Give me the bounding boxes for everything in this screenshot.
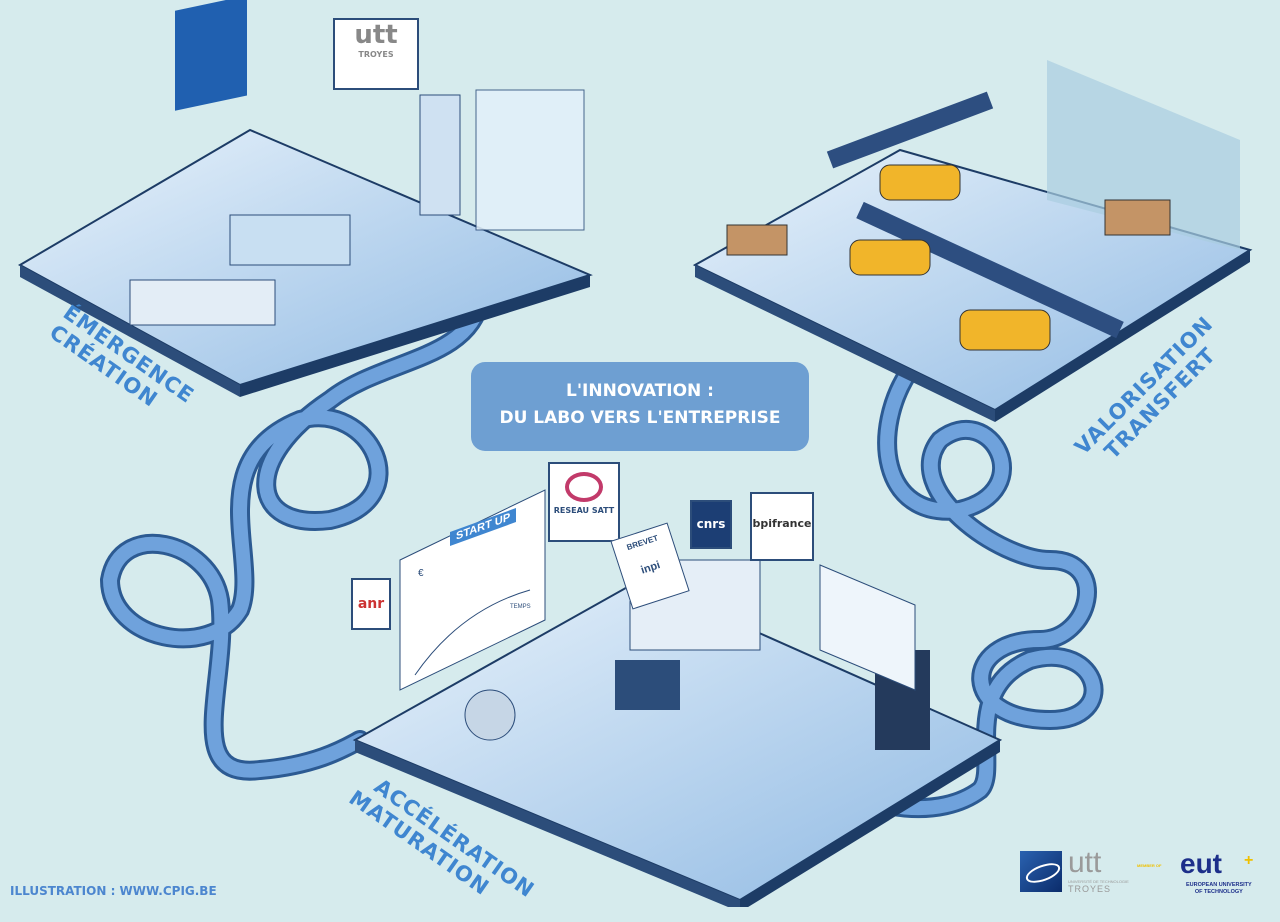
platform-lab — [17, 0, 593, 397]
satt-text: RESEAU SATT — [553, 506, 615, 515]
utt-logo-sub: UNIVERSITÉ DE TECHNOLOGIE — [1068, 879, 1129, 884]
title-line-1: L'INNOVATION : — [566, 381, 714, 401]
utt-logo-city: TROYES — [1068, 884, 1112, 894]
platform-startup — [352, 489, 1003, 907]
title-line-2: DU LABO VERS L'ENTREPRISE — [499, 408, 781, 428]
temps-axis-label: TEMPS — [510, 604, 531, 610]
satt-sign: RESEAU SATT — [548, 462, 620, 542]
eut-sub-line: EUROPEAN UNIVERSITY — [1186, 882, 1252, 888]
satt-logo-icon — [565, 472, 603, 502]
eut-sub-line: OF TECHNOLOGY — [1194, 889, 1243, 895]
cnrs-sign: cnrs — [690, 500, 732, 549]
bpifrance-sign: bpifrance — [750, 492, 814, 561]
utt-logo-icon — [1020, 851, 1062, 892]
inpi-text: inpi — [639, 559, 662, 577]
utt-poster-text: utt — [354, 20, 398, 50]
euro-axis-label: € — [418, 568, 424, 579]
utt-logo: utt UNIVERSITÉ DE TECHNOLOGIE TROYES — [1020, 846, 1145, 895]
eut-logo-text: eut — [1180, 848, 1222, 879]
eut-plus-icon: + — [1244, 852, 1254, 869]
platform-factory — [692, 60, 1253, 422]
eut-logo-sub: EUROPEAN UNIVERSITY OF TECHNOLOGY — [1186, 882, 1252, 896]
member-of-label: MEMBER OF — [1137, 863, 1162, 868]
title-box: L'INNOVATION : DU LABO VERS L'ENTREPRISE — [471, 362, 809, 451]
illustration-credit: ILLUSTRATION : WWW.CPIG.BE — [10, 884, 217, 898]
utt-poster: utt TROYES — [333, 18, 419, 90]
utt-poster-sub: TROYES — [358, 50, 394, 59]
anr-sign: anr — [351, 578, 391, 630]
utt-logo-text: utt — [1068, 846, 1102, 879]
eut-logo: eut + EUROPEAN UNIVERSITY OF TECHNOLOGY — [1180, 848, 1280, 898]
